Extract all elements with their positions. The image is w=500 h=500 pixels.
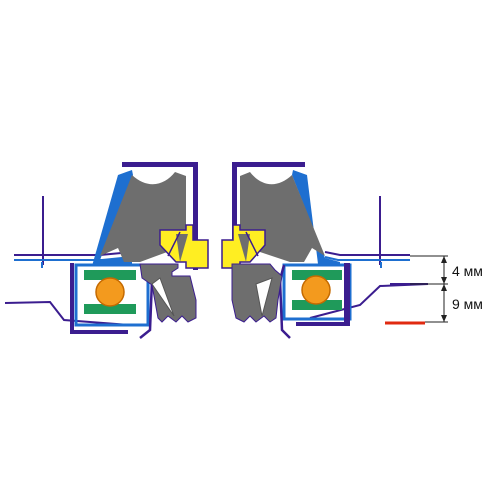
left-bearing-cage-bottom — [84, 304, 136, 314]
right-blue-frame — [292, 170, 340, 266]
right-bearing-cage-top — [292, 270, 342, 280]
left-shaft-plate — [4, 300, 131, 326]
left-blue-frame — [92, 170, 133, 266]
right-assembly — [221, 162, 429, 339]
right-housing-plate — [324, 251, 410, 256]
left-bearing-housing — [74, 263, 150, 327]
left-lower-hub — [139, 263, 197, 323]
dimension-label-4mm: 4 мм — [452, 263, 483, 279]
dimension-markers: 4 мм 9 мм — [385, 255, 483, 325]
dimension-label-9mm: 9 мм — [452, 296, 483, 312]
right-bearing-ball — [301, 275, 331, 305]
right-bearing-cage-bottom — [292, 300, 342, 310]
left-assembly — [4, 162, 209, 339]
left-bearing-cage-top — [84, 270, 136, 280]
right-lower-hub — [231, 263, 283, 323]
left-housing-plate — [14, 251, 133, 256]
left-bearing-ball — [95, 277, 125, 307]
